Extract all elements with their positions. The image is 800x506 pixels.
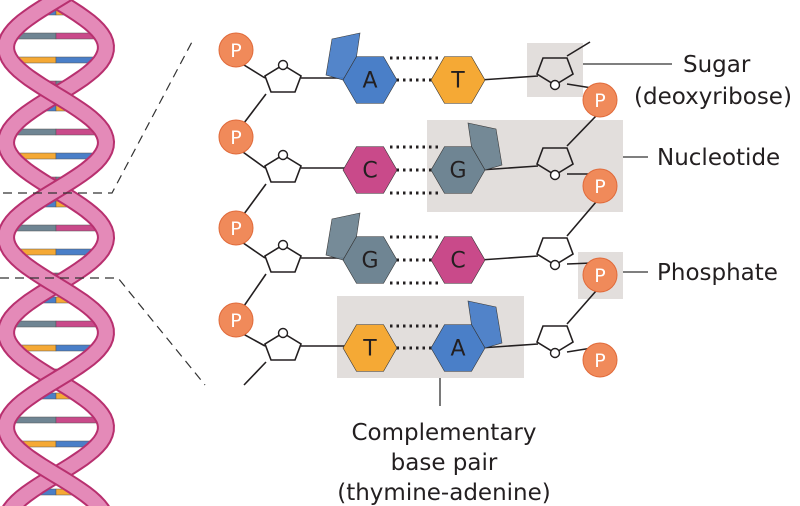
backbone-bond (566, 41, 591, 57)
zoom-guide-upper (3, 39, 194, 194)
phosphate-group: P (582, 257, 618, 293)
backbone-bond (566, 290, 597, 325)
phosphate-circle (218, 32, 254, 68)
phosphate-circle (218, 119, 254, 155)
base-pair-label-line3: (thymine-adenine) (337, 480, 551, 506)
base-hexagon-ring (342, 146, 398, 194)
dna-molecule-detail: P P P P P P P P A T C G G C T A (218, 32, 618, 386)
left-sugar (264, 332, 302, 361)
glycosidic-bond (479, 75, 539, 81)
right-sugar (536, 147, 574, 176)
left-sugar (264, 244, 302, 273)
phosphate-label: Phosphate (657, 260, 778, 286)
ring-oxygen-icon (277, 327, 289, 339)
backbone-bond (566, 115, 597, 147)
base-letter: T (362, 337, 377, 362)
base-pair-label-line2: base pair (391, 450, 498, 476)
base-letter: G (449, 159, 466, 184)
double-helix-illustration (0, 0, 116, 506)
backbone-bond (243, 273, 267, 307)
helix-strand-1 (0, 0, 114, 506)
phosphate-group: P (218, 210, 254, 246)
base-hexagon-ring (430, 56, 486, 104)
helix-strand-2 (0, 0, 114, 506)
base-A: A (430, 300, 503, 372)
phosphate-group: P (582, 342, 618, 378)
base-C: C (430, 236, 486, 284)
phosphate-letter: P (594, 350, 605, 372)
phosphate-group: P (582, 82, 618, 118)
right-sugar (536, 237, 574, 266)
base-hexagon-ring (430, 236, 486, 284)
base-G: G (325, 212, 398, 284)
ring-oxygen-icon (549, 79, 561, 91)
base-letter: T (450, 69, 465, 94)
base-letter: A (362, 69, 377, 94)
backbone-bond (243, 183, 267, 215)
phosphate-circle (582, 168, 618, 204)
phosphate-circle (218, 210, 254, 246)
right-sugar (536, 325, 574, 354)
base-letter: A (450, 337, 465, 362)
base-T: T (342, 324, 398, 372)
backbone-bond (243, 361, 267, 386)
base-letter: G (361, 249, 378, 274)
base-hexagon-ring (430, 146, 486, 194)
glycosidic-bond (479, 165, 539, 171)
sugar-label: Sugar (683, 52, 751, 78)
phosphate-letter: P (594, 90, 605, 112)
phosphate-letter: P (230, 218, 241, 240)
phosphate-letter: P (230, 310, 241, 332)
phosphate-letter: P (230, 127, 241, 149)
ring-oxygen-icon (549, 169, 561, 181)
phosphate-letter: P (230, 40, 241, 62)
base-C: C (342, 146, 398, 194)
ring-oxygen-icon (277, 239, 289, 251)
ring-oxygen-icon (549, 347, 561, 359)
glycosidic-bond (479, 343, 539, 349)
phosphate-circle (582, 342, 618, 378)
base-A: A (325, 32, 398, 104)
phosphate-circle (582, 257, 618, 293)
base-hexagon-ring (430, 324, 486, 372)
left-sugar (264, 64, 302, 93)
right-sugar (536, 57, 574, 86)
ring-oxygen-icon (277, 59, 289, 71)
base-hexagon-ring (342, 324, 398, 372)
phosphate-letter: P (594, 176, 605, 198)
backbone-bond (243, 93, 267, 124)
phosphate-group: P (218, 302, 254, 338)
base-pair-label-line1: Complementary (352, 420, 537, 446)
base-T: T (430, 56, 486, 104)
glycosidic-bond (479, 255, 539, 261)
phosphate-group: P (218, 119, 254, 155)
base-letter: C (450, 249, 465, 274)
base-G: G (430, 122, 503, 194)
phosphate-letter: P (594, 265, 605, 287)
nucleotide-label: Nucleotide (657, 145, 780, 171)
backbone-bond (566, 83, 593, 89)
base-hexagon-ring (342, 56, 398, 104)
left-sugar (264, 154, 302, 183)
phosphate-group: P (218, 32, 254, 68)
phosphate-circle (218, 302, 254, 338)
phosphate-circle (582, 82, 618, 118)
deoxyribose-label: (deoxyribose) (634, 84, 792, 110)
ring-oxygen-icon (549, 259, 561, 271)
ring-oxygen-icon (277, 149, 289, 161)
base-letter: C (362, 159, 377, 184)
phosphate-group: P (582, 168, 618, 204)
backbone-bond (566, 201, 597, 237)
base-hexagon-ring (342, 236, 398, 284)
